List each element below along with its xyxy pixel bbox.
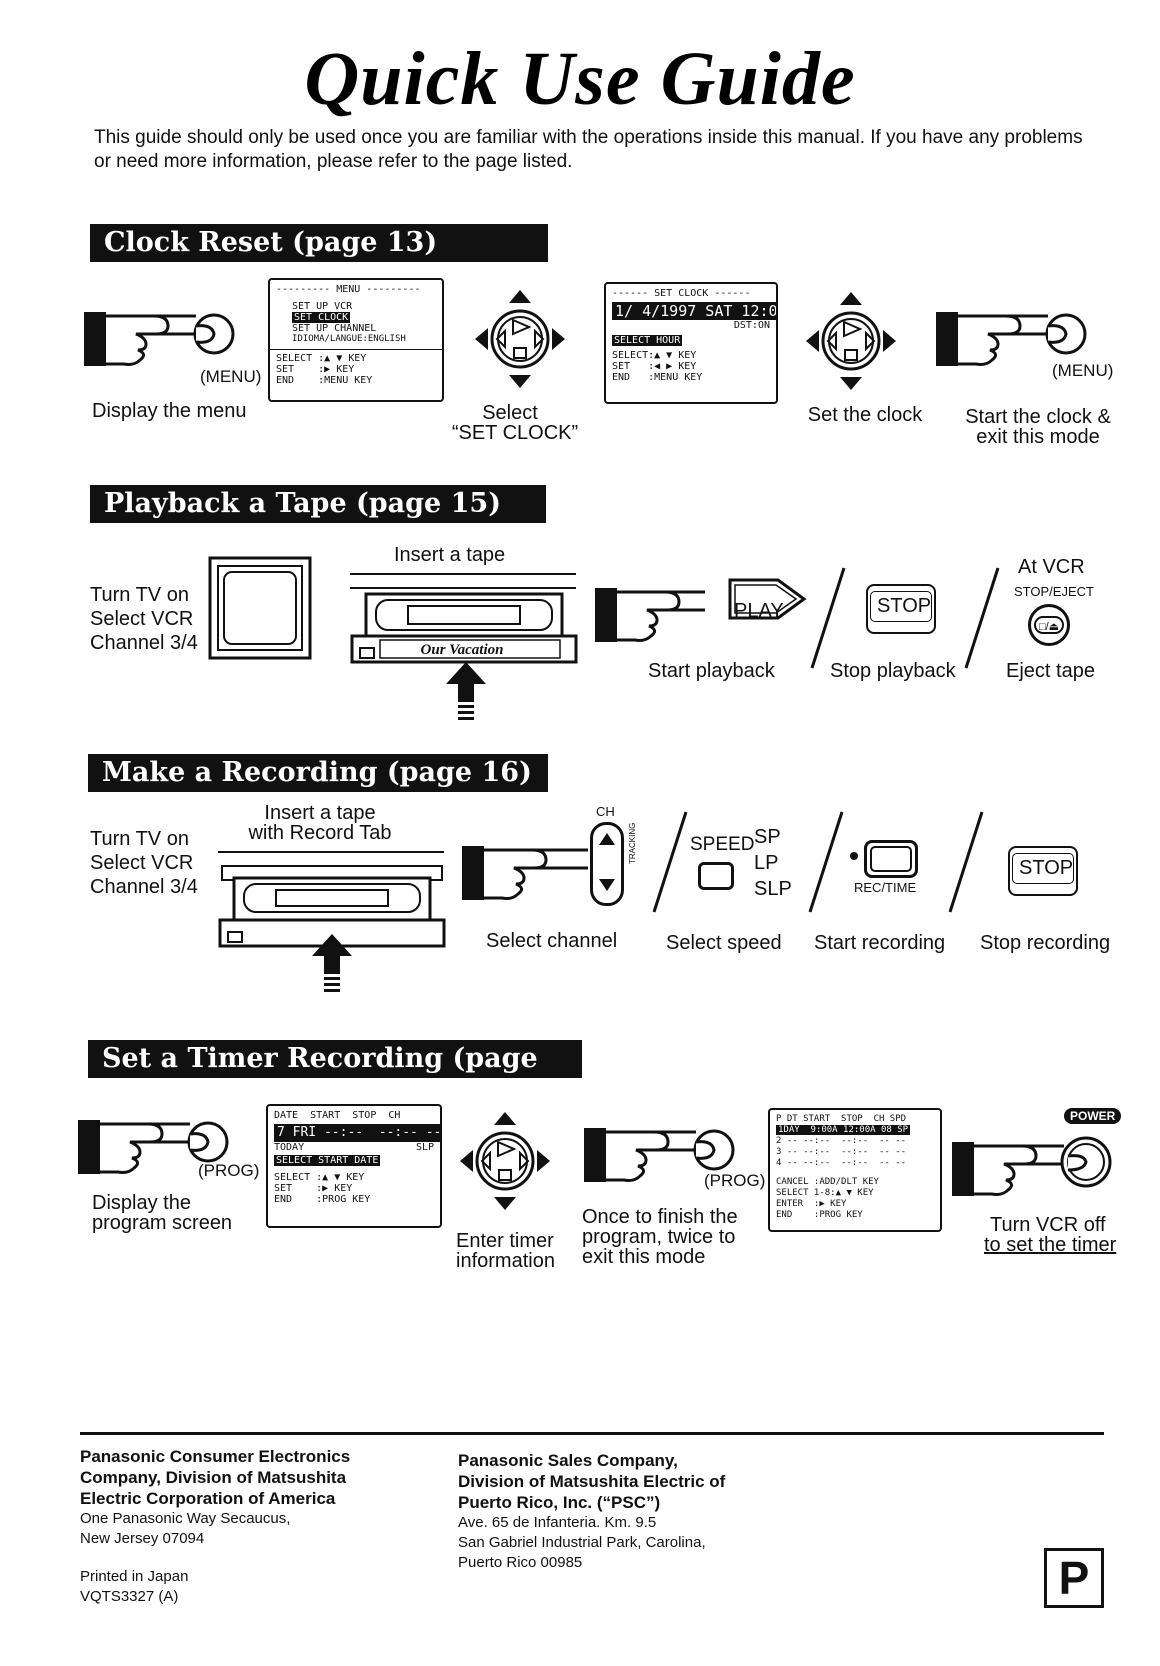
section-heading-timer: Set a Timer Recording (page 18) bbox=[88, 1040, 582, 1112]
insert-tape-text: Insert a tape bbox=[394, 544, 506, 566]
insert-arrow-icon bbox=[446, 662, 486, 720]
play-button[interactable] bbox=[726, 576, 808, 622]
insert-arrow-icon bbox=[312, 934, 352, 992]
step-stop-recording: Stop recording bbox=[980, 932, 1111, 954]
step-enter-timer-2: information bbox=[456, 1250, 555, 1272]
lcd-program-list-screen: P DT START STOP CH SPD 1DAY 9:00A 12:00A… bbox=[768, 1108, 942, 1232]
step-set-clock: Set the clock bbox=[807, 404, 923, 426]
step-display-program-1: Display the bbox=[92, 1192, 191, 1214]
prog-button-label: (PROG) bbox=[198, 1161, 260, 1180]
step-finish-3: exit this mode bbox=[582, 1246, 706, 1268]
step-start-playback: Start playback bbox=[648, 660, 775, 682]
stop-button[interactable]: STOP bbox=[866, 584, 936, 634]
menu-button-label: (MENU) bbox=[1052, 361, 1114, 380]
step-select-channel: Select channel bbox=[486, 930, 618, 952]
step-select-speed: Select speed bbox=[666, 932, 782, 954]
speed-button[interactable] bbox=[698, 862, 734, 890]
vcr-tape-icon bbox=[218, 851, 446, 948]
tv-on-text: Turn TV on bbox=[90, 584, 189, 606]
lcd-set-clock-screen: ------ SET CLOCK ------ 1/ 4/1997 SAT 12… bbox=[604, 282, 778, 404]
rec-time-label: REC/TIME bbox=[854, 880, 917, 895]
prog-button-label: (PROG) bbox=[704, 1171, 766, 1190]
slash-divider bbox=[808, 811, 844, 913]
dpad-icon bbox=[804, 290, 898, 392]
speed-label: SPEED bbox=[690, 834, 755, 855]
tv-on-text: Turn TV on bbox=[90, 828, 189, 850]
slash-divider bbox=[948, 811, 984, 913]
step-stop-playback: Stop playback bbox=[830, 660, 956, 682]
slash-divider bbox=[964, 567, 1000, 669]
section-heading-playback: Playback a Tape (page 15) bbox=[90, 485, 546, 523]
tape-label: Our Vacation bbox=[420, 642, 504, 658]
footer-left-address: Panasonic Consumer Electronics Company, … bbox=[80, 1447, 351, 1605]
lcd-menu-screen: --------- MENU --------- SET UP VCR SET … bbox=[268, 278, 444, 402]
dpad-icon bbox=[473, 288, 567, 390]
lcd-program-screen: DATE START STOP CH 7 FRI --:-- --:-- -- … bbox=[266, 1104, 442, 1228]
step-finish-2: program, twice to bbox=[582, 1226, 736, 1248]
page-title: Quick Use Guide bbox=[304, 37, 856, 121]
hand-press-icon bbox=[462, 846, 588, 900]
step-start-clock: Start the clock & bbox=[965, 406, 1111, 428]
channel-text: Channel 3/4 bbox=[90, 876, 198, 898]
step-display-program-2: program screen bbox=[92, 1212, 233, 1234]
speed-sp: SP bbox=[754, 826, 781, 848]
insert-tape-text: Insert a tape bbox=[264, 802, 376, 824]
step-start-recording: Start recording bbox=[814, 932, 946, 954]
intro-text: This guide should only be used once you … bbox=[94, 127, 1083, 172]
power-label: POWER bbox=[1064, 1108, 1122, 1124]
select-vcr-text: Select VCR bbox=[90, 852, 194, 874]
play-button-label: PLAY bbox=[734, 600, 784, 622]
slash-divider bbox=[652, 811, 688, 913]
stop-eject-label: STOP/EJECT bbox=[1014, 584, 1094, 599]
speed-lp: LP bbox=[754, 852, 779, 874]
section-heading-clock: Clock Reset (page 13) bbox=[90, 224, 548, 262]
at-vcr-text: At VCR bbox=[1018, 556, 1085, 578]
vcr-tape-icon bbox=[350, 573, 578, 664]
record-dot-icon bbox=[850, 852, 858, 860]
footer-divider bbox=[80, 1432, 1104, 1435]
ch-label: CH bbox=[596, 804, 615, 819]
stop-button[interactable]: STOP bbox=[1008, 846, 1078, 896]
dpad-icon bbox=[458, 1110, 552, 1212]
step-select-set-clock: “SET CLOCK” bbox=[451, 422, 579, 444]
eject-icon: □/⏏ bbox=[1034, 616, 1064, 634]
step-select-label: Select bbox=[482, 402, 538, 424]
chevron-up-icon bbox=[599, 833, 615, 845]
p-mark: P bbox=[1044, 1548, 1104, 1608]
tracking-label: TRACKING bbox=[628, 822, 637, 864]
chevron-down-icon bbox=[599, 879, 615, 891]
footer-right-address: Panasonic Sales Company, Division of Mat… bbox=[458, 1451, 726, 1571]
step-exit-mode: exit this mode bbox=[976, 426, 1100, 448]
step-enter-timer-1: Enter timer bbox=[456, 1230, 554, 1252]
record-tab-text: with Record Tab bbox=[248, 822, 392, 844]
step-turn-off-2: to set the timer bbox=[984, 1234, 1117, 1256]
step-finish-1: Once to finish the bbox=[582, 1206, 738, 1228]
channel-up-down-button[interactable] bbox=[590, 822, 624, 906]
speed-slp: SLP bbox=[754, 878, 792, 900]
channel-text: Channel 3/4 bbox=[90, 632, 198, 654]
hand-press-icon bbox=[952, 1136, 1112, 1196]
hand-press-icon bbox=[595, 588, 705, 642]
stop-eject-button[interactable]: □/⏏ bbox=[1028, 604, 1070, 646]
rec-time-button[interactable] bbox=[864, 840, 918, 878]
step-eject-tape: Eject tape bbox=[1006, 660, 1095, 682]
step-turn-off-1: Turn VCR off bbox=[990, 1214, 1106, 1236]
section-heading-recording: Make a Recording (page 16) bbox=[88, 754, 548, 792]
step-display-menu: Display the menu bbox=[92, 400, 247, 422]
tv-icon bbox=[208, 556, 312, 660]
slash-divider bbox=[810, 567, 846, 669]
select-vcr-text: Select VCR bbox=[90, 608, 194, 630]
menu-button-label: (MENU) bbox=[200, 367, 262, 386]
